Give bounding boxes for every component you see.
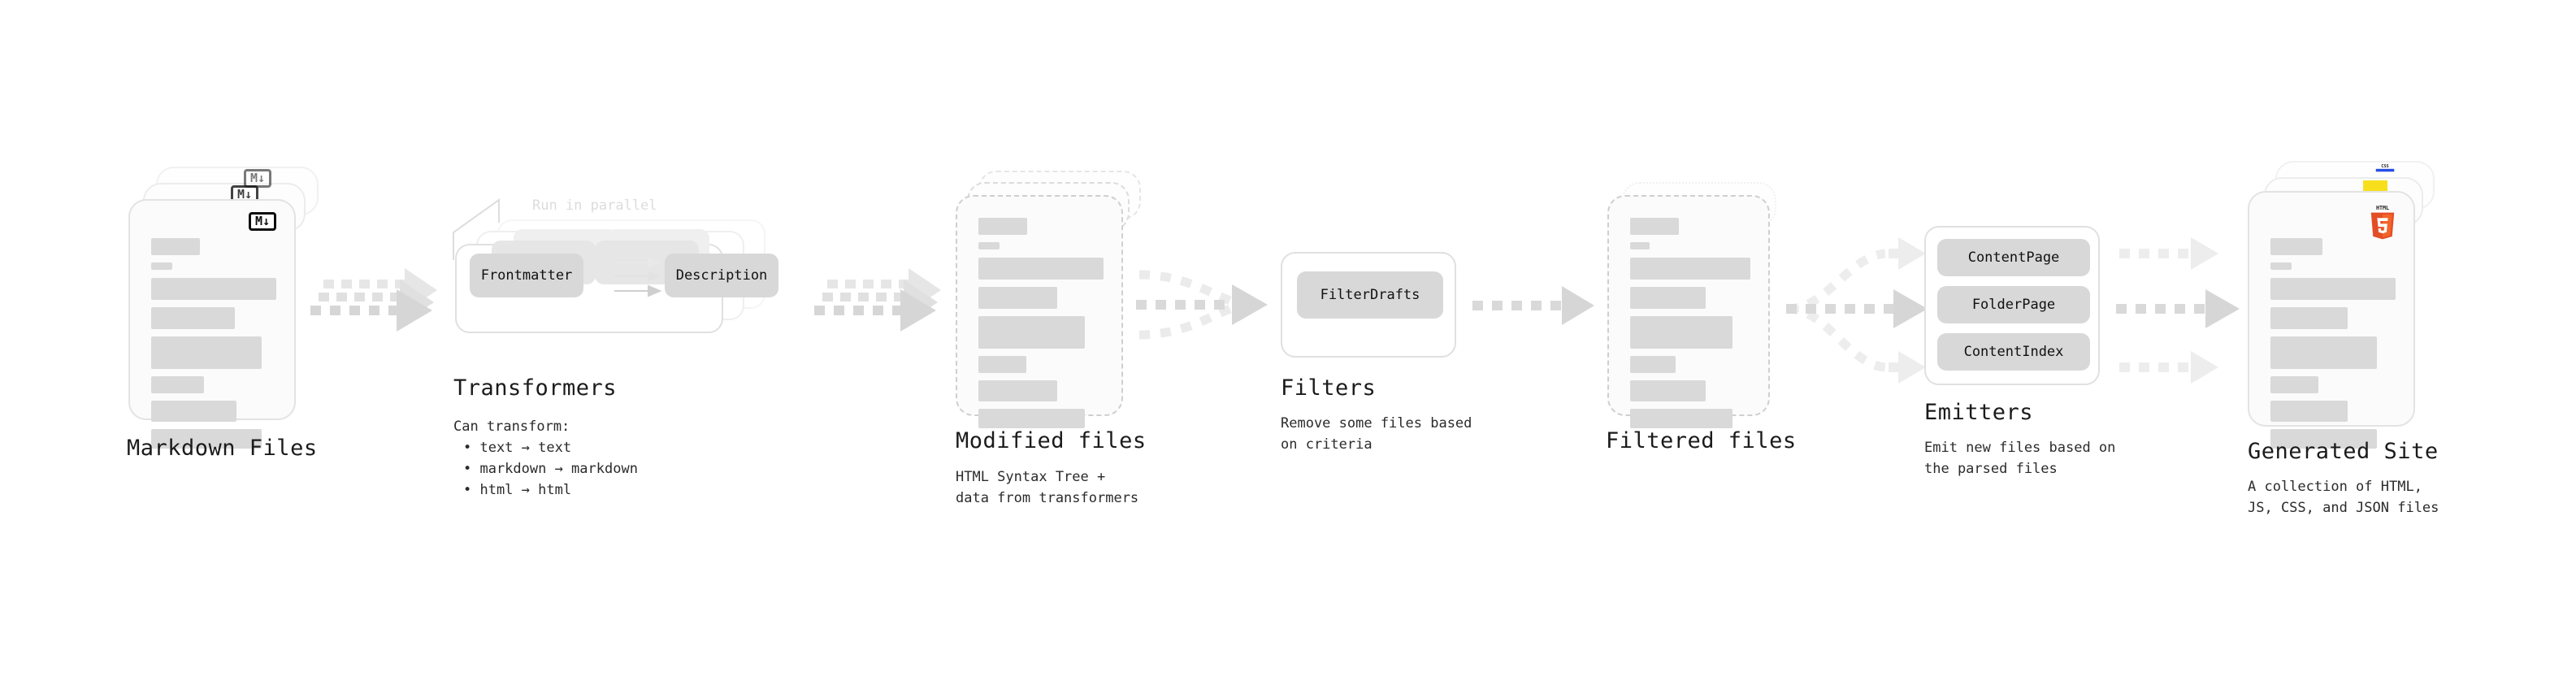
content-bar bbox=[978, 287, 1058, 309]
stage-title-markdown-files: Markdown Files bbox=[127, 436, 318, 461]
arrow-filtered-to-emitters bbox=[1785, 234, 1939, 388]
content-bar bbox=[1630, 242, 1650, 249]
markdown-icon: M↓ bbox=[249, 212, 276, 231]
transformers-bullet-item: • markdown → markdown bbox=[463, 461, 638, 477]
content-bar bbox=[1630, 380, 1706, 401]
content-bar bbox=[978, 258, 1104, 280]
content-bar bbox=[1630, 287, 1706, 309]
stage-title-modified-files: Modified files bbox=[956, 428, 1147, 453]
site-card-front: HTML bbox=[2248, 191, 2415, 449]
content-bar bbox=[978, 218, 1027, 235]
css-icon: CSS bbox=[2375, 164, 2395, 172]
arrow-merge-icon bbox=[1136, 270, 1268, 340]
content-bar bbox=[2270, 376, 2318, 393]
arrow-markdown-to-transformers bbox=[309, 268, 447, 343]
content-bar bbox=[978, 409, 1085, 428]
transformer-pill-description-label: Description bbox=[675, 267, 768, 284]
transformer-pill-frontmatter[interactable]: Frontmatter bbox=[470, 254, 583, 297]
markdown-icon-back-glyph: M↓ bbox=[249, 171, 266, 185]
emitter-pill-contentpage[interactable]: ContentPage bbox=[1937, 239, 2090, 276]
content-bar bbox=[1630, 218, 1679, 235]
content-bar bbox=[2270, 262, 2292, 270]
content-bar bbox=[1630, 316, 1733, 349]
svg-text:HTML: HTML bbox=[2376, 205, 2389, 211]
stage-subtitle-emitters: Emit new files based on the parsed files bbox=[1924, 440, 2116, 477]
emitter-pill-contentindex-label: ContentIndex bbox=[1963, 344, 2064, 360]
content-bar bbox=[151, 278, 276, 300]
content-bar bbox=[151, 262, 172, 270]
stage-subtitle-modified-files: HTML Syntax Tree + data from transformer… bbox=[956, 469, 1139, 506]
transformer-pill-frontmatter-label: Frontmatter bbox=[480, 267, 573, 284]
stage-subtitle-generated-site: A collection of HTML, JS, CSS, and JSON … bbox=[2248, 479, 2439, 516]
site-card-content bbox=[2270, 238, 2396, 456]
content-bar bbox=[978, 242, 1000, 249]
filter-pill-filterdrafts[interactable]: FilterDrafts bbox=[1297, 271, 1443, 319]
stage-title-filtered-files: Filtered files bbox=[1606, 428, 1797, 453]
transformers-bullets: • text → text • markdown → markdown • ht… bbox=[463, 437, 638, 501]
content-bar bbox=[151, 376, 204, 393]
markdown-icon-mid-glyph: M↓ bbox=[236, 187, 253, 202]
markdown-icon-glyph: M↓ bbox=[254, 214, 271, 228]
filtered-card-front bbox=[1607, 195, 1770, 428]
parallel-bracket-icon bbox=[453, 198, 500, 260]
transformers-bullet-item: • html → html bbox=[463, 482, 572, 498]
filtered-card-content bbox=[1630, 218, 1750, 436]
transformers-bullet-item: • text → text bbox=[463, 440, 572, 456]
emitters-box: ContentPage FolderPage ContentIndex bbox=[1924, 226, 2100, 385]
html5-icon: HTML bbox=[2370, 205, 2395, 240]
stage-title-generated-site: Generated Site bbox=[2248, 439, 2439, 464]
arrow-transformers-to-modified bbox=[813, 268, 951, 343]
content-bar bbox=[1630, 409, 1733, 428]
filter-pill-filterdrafts-label: FilterDrafts bbox=[1320, 287, 1420, 303]
svg-text:CSS: CSS bbox=[2381, 164, 2388, 169]
emitter-pill-folderpage[interactable]: FolderPage bbox=[1937, 286, 2090, 323]
modified-card-content bbox=[978, 218, 1104, 436]
content-bar bbox=[2270, 336, 2377, 369]
stage-title-emitters: Emitters bbox=[1924, 400, 2034, 425]
content-bar bbox=[2270, 307, 2348, 329]
emitter-pill-contentpage-label: ContentPage bbox=[1967, 249, 2060, 266]
emitter-pill-folderpage-label: FolderPage bbox=[1971, 297, 2056, 313]
content-bar bbox=[2270, 278, 2396, 300]
arrow-modified-to-filters bbox=[1136, 262, 1282, 351]
content-bar bbox=[151, 429, 262, 449]
markdown-card-content bbox=[151, 238, 276, 456]
content-bar bbox=[151, 336, 262, 369]
content-bar bbox=[2270, 401, 2348, 422]
arrow-filters-to-filtered bbox=[1472, 286, 1594, 335]
content-bar bbox=[151, 401, 236, 422]
arrow-triple-icon bbox=[2116, 237, 2240, 384]
stage-title-filters: Filters bbox=[1281, 375, 1377, 401]
modified-card-front bbox=[956, 195, 1123, 428]
transformer-pill-description[interactable]: Description bbox=[665, 254, 778, 297]
markdown-card-front: M↓ bbox=[128, 199, 296, 449]
content-bar bbox=[2270, 429, 2377, 449]
transformer-connector-arrows-icon bbox=[614, 257, 662, 297]
stage-title-transformers: Transformers bbox=[453, 375, 618, 401]
content-bar bbox=[151, 307, 236, 329]
arrow-icon bbox=[1472, 286, 1594, 325]
content-bar bbox=[978, 356, 1026, 373]
parallel-note: Run in parallel bbox=[532, 197, 657, 214]
arrow-emitters-to-site bbox=[2116, 234, 2254, 388]
emitter-pill-contentindex[interactable]: ContentIndex bbox=[1937, 333, 2090, 371]
transformers-lead: Can transform: bbox=[453, 419, 570, 435]
content-bar bbox=[1630, 356, 1676, 373]
filters-box: FilterDrafts bbox=[1281, 252, 1456, 358]
content-bar bbox=[2270, 238, 2322, 255]
arrow-icon bbox=[310, 268, 437, 332]
arrow-icon bbox=[814, 268, 941, 332]
content-bar bbox=[978, 380, 1058, 401]
content-bar bbox=[151, 238, 200, 255]
stage-subtitle-filters: Remove some files based on criteria bbox=[1281, 415, 1472, 453]
content-bar bbox=[1630, 258, 1750, 280]
js-icon bbox=[2363, 180, 2387, 194]
arrow-fanout-icon bbox=[1786, 237, 1928, 384]
content-bar bbox=[978, 316, 1085, 349]
